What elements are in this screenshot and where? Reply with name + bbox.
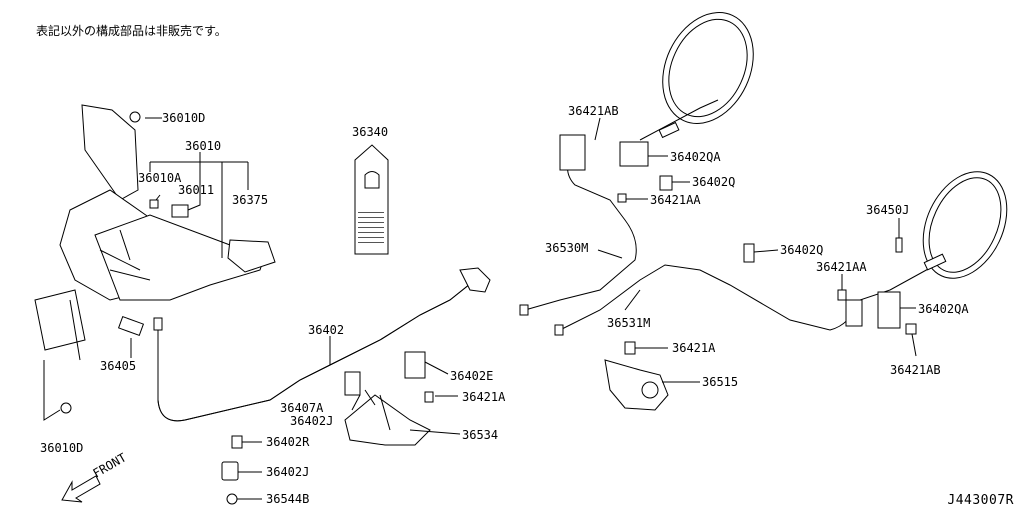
label-36011: 36011: [178, 183, 214, 197]
bolt-36421AA-top: [617, 193, 627, 203]
clip-36402Q-top: [659, 175, 673, 191]
label-36515: 36515: [702, 375, 738, 389]
bolt-36421A-right: [624, 341, 636, 355]
front-cable: [153, 267, 491, 422]
label-36402Q-top: 36402Q: [692, 175, 735, 189]
label-36530M: 36530M: [545, 241, 588, 255]
note-text: 表記以外の構成部品は非販売です。: [36, 24, 227, 38]
label-36421A-left: 36421A: [462, 390, 506, 404]
label-36010: 36010: [185, 139, 221, 153]
label-36010D-bottom: 36010D: [40, 441, 83, 455]
left-rear-drum: [662, 12, 754, 124]
clip-36450J: [895, 237, 903, 253]
label-36402QA-top: 36402QA: [670, 150, 721, 164]
right-rear-drum: [922, 171, 1008, 279]
label-36421AB-right: 36421AB: [890, 363, 941, 377]
label-36010D-top: 36010D: [162, 111, 205, 125]
label-36402J-upper: 36402J: [290, 414, 333, 428]
clip-36402E: [404, 351, 426, 379]
label-36340: 36340: [352, 125, 388, 139]
label-36375: 36375: [232, 193, 268, 207]
label-36402E: 36402E: [450, 369, 493, 383]
bolt-36421A-left: [424, 391, 434, 403]
label-36450J: 36450J: [866, 203, 909, 217]
bracket-36534: [344, 389, 431, 446]
label-36010A: 36010A: [138, 171, 182, 185]
label-36402R: 36402R: [266, 435, 310, 449]
label-36405: 36405: [100, 359, 136, 373]
front-arrow: FRONT: [61, 450, 129, 503]
label-36402QA-right: 36402QA: [918, 302, 969, 316]
part-36402J-lower: [221, 461, 239, 481]
label-36421AA-right: 36421AA: [816, 260, 867, 274]
label-36402Q-mid: 36402Q: [780, 243, 823, 257]
clip-36402Q-mid: [743, 243, 755, 263]
clamp-36402J-upper: [344, 371, 361, 396]
label-36402J-lower: 36402J: [266, 465, 309, 479]
bracket-36421AB-top: [559, 134, 586, 171]
label-36544B: 36544B: [266, 492, 309, 506]
label-36534: 36534: [462, 428, 498, 442]
bracket-36515: [604, 359, 669, 411]
diagram-code: J443007R: [947, 493, 1014, 508]
label-36421A-right: 36421A: [672, 341, 716, 355]
pedal-assembly: [34, 104, 276, 414]
label-36407A: 36407A: [280, 401, 324, 415]
bolt-36421AB-right: [905, 323, 917, 335]
part-36402R: [231, 435, 243, 449]
label-36531M: 36531M: [607, 316, 650, 330]
label-36402: 36402: [308, 323, 344, 337]
leader-lines: [43, 117, 917, 500]
bolt-36421AA-right: [837, 289, 847, 301]
part-labels: 36010D 36010 36010A 36011 36375 36340 36…: [40, 104, 969, 506]
bracket-36402QA-right: [845, 291, 901, 329]
bracket-36402QA-top: [619, 141, 649, 167]
label-36421AB-top: 36421AB: [568, 104, 619, 118]
label-card-36340: [354, 144, 389, 255]
rear-cable-left: [519, 99, 719, 316]
part-36544B: [226, 493, 238, 505]
label-36421AA-top: 36421AA: [650, 193, 701, 207]
front-label: FRONT: [91, 450, 129, 480]
